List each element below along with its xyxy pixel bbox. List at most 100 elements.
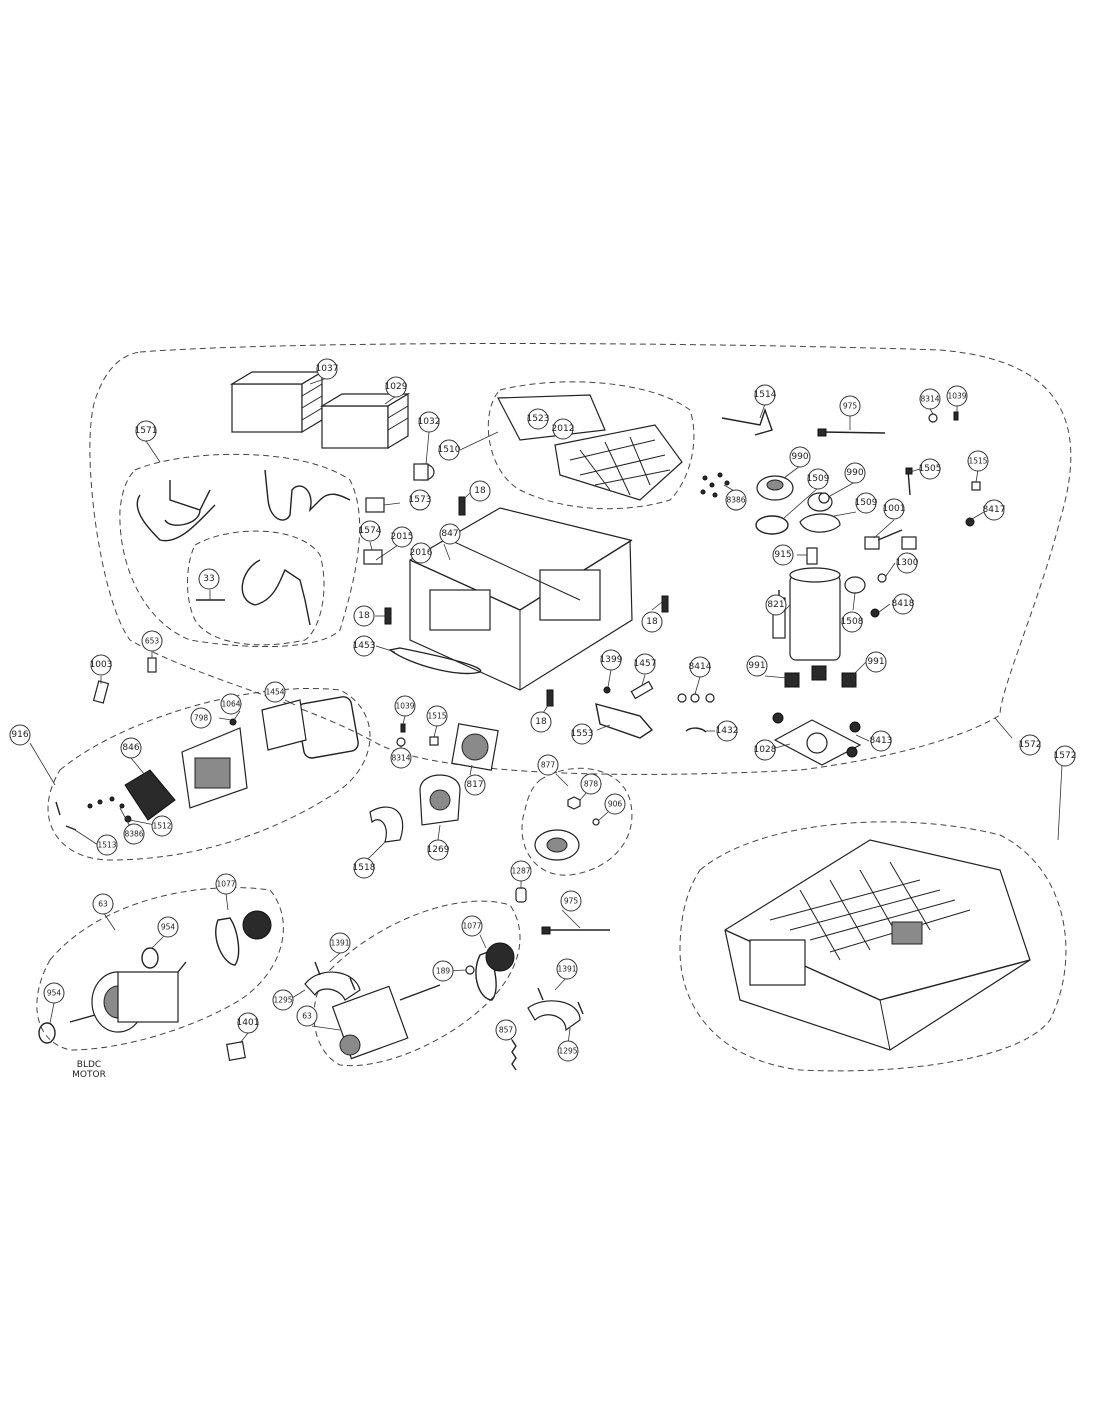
callout-18c: 18 <box>641 611 663 633</box>
callout-8417: 8417 <box>983 499 1005 521</box>
callout-906: 906 <box>604 793 626 815</box>
callout-1509b: 1509 <box>855 492 878 514</box>
svg-text:1515: 1515 <box>427 712 446 721</box>
svg-text:8414: 8414 <box>689 662 712 672</box>
callout-1077b: 1077 <box>461 915 483 937</box>
foam-part-1032 <box>413 463 435 481</box>
callout-954a: 954 <box>157 916 179 938</box>
svg-text:990: 990 <box>846 468 863 478</box>
callout-1505: 1505 <box>919 458 942 480</box>
svg-text:821: 821 <box>767 600 784 610</box>
svg-text:1518: 1518 <box>353 863 376 873</box>
callout-1432: 1432 <box>716 720 738 742</box>
callout-1300: 1300 <box>896 552 919 574</box>
svg-text:1391: 1391 <box>557 965 576 974</box>
svg-text:916: 916 <box>11 730 28 740</box>
svg-text:8386: 8386 <box>726 496 745 505</box>
foam-part-1574 <box>363 549 383 565</box>
callout-18b: 18 <box>353 605 375 627</box>
grommet-part-1508 <box>844 576 866 594</box>
belt-part-1453 <box>388 647 482 675</box>
screw-part-1391a <box>314 961 356 991</box>
foot-part-991b <box>841 672 857 688</box>
svg-text:1077: 1077 <box>216 880 235 889</box>
clip-part-1432 <box>685 727 707 733</box>
svg-text:1572: 1572 <box>1054 751 1077 761</box>
svg-text:1029: 1029 <box>385 382 408 392</box>
callout-857: 857 <box>495 1019 517 1041</box>
pin-part-1399 <box>603 686 611 694</box>
svg-text:1028: 1028 <box>754 745 777 755</box>
tube-part-1571b <box>264 469 351 521</box>
valve-part-1001 <box>864 529 917 550</box>
callout-2016: 2016 <box>410 542 433 564</box>
callout-8386a: 8386 <box>725 489 747 511</box>
screw-part-798 <box>229 718 237 726</box>
callout-1064: 1064 <box>220 693 242 715</box>
nut-part-878 <box>567 796 581 810</box>
callout-915: 915 <box>772 544 794 566</box>
callout-1039b: 1039 <box>394 695 416 717</box>
svg-text:975: 975 <box>564 897 579 906</box>
bracket-part-846 <box>124 769 176 821</box>
svg-text:915: 915 <box>774 550 791 560</box>
callout-1553: 1553 <box>571 723 593 745</box>
bolt-part-18a <box>458 496 466 516</box>
svg-text:1510: 1510 <box>438 445 461 455</box>
svg-text:878: 878 <box>584 780 599 789</box>
callout-653: 653 <box>141 630 163 652</box>
bracket-part-1295a <box>304 971 361 1001</box>
group-outline-33 <box>187 530 325 646</box>
svg-text:1399: 1399 <box>600 655 623 665</box>
svg-text:975: 975 <box>843 402 858 411</box>
cover-part-990b <box>807 492 833 512</box>
cable-tie-part-975a <box>817 428 886 437</box>
callout-1454: 1454 <box>264 681 286 703</box>
svg-text:1512: 1512 <box>152 822 171 831</box>
svg-text:18: 18 <box>474 486 486 496</box>
callout-1391b: 1391 <box>556 958 578 980</box>
svg-text:990: 990 <box>791 452 808 462</box>
washer-part-1300 <box>877 573 887 583</box>
callout-1401: 1401 <box>237 1012 259 1034</box>
svg-text:1509: 1509 <box>807 474 830 484</box>
callout-847: 847 <box>439 523 461 545</box>
svg-text:1039: 1039 <box>395 702 414 711</box>
callout-798: 798 <box>190 707 212 729</box>
group-outline-1572b <box>679 821 1067 1072</box>
callout-846: 846 <box>120 737 142 759</box>
bushing-part-1287 <box>515 887 527 903</box>
svg-text:1571: 1571 <box>135 426 158 436</box>
svg-text:18: 18 <box>535 717 547 727</box>
svg-text:1295: 1295 <box>558 1047 577 1056</box>
svg-text:991: 991 <box>748 661 765 671</box>
svg-text:1514: 1514 <box>754 390 777 400</box>
seal-part-954b <box>38 1022 56 1044</box>
callout-1571: 1571 <box>135 420 158 442</box>
cable-tie-part-975b <box>541 926 610 935</box>
svg-text:1391: 1391 <box>330 939 349 948</box>
bracket-part-1295b <box>527 1000 581 1032</box>
screw-part-1391b <box>537 987 584 1015</box>
svg-text:1037: 1037 <box>316 364 339 374</box>
motor-part-63b <box>331 984 441 1060</box>
callout-8314a: 8314 <box>919 388 941 410</box>
svg-text:653: 653 <box>145 637 160 646</box>
callout-18d: 18 <box>530 711 552 733</box>
nut-part-8413 <box>772 712 861 758</box>
svg-text:1505: 1505 <box>919 464 942 474</box>
duct-part-1518 <box>369 806 404 843</box>
callout-916: 916 <box>9 724 31 746</box>
callout-8386b: 8386 <box>123 823 145 845</box>
svg-text:63: 63 <box>98 900 108 909</box>
callout-1029: 1029 <box>385 376 408 398</box>
svg-text:2016: 2016 <box>410 548 433 558</box>
callout-1573: 1573 <box>409 489 431 511</box>
fan-part-817 <box>451 723 499 771</box>
base-tray-part-847 <box>409 507 633 691</box>
callout-1032: 1032 <box>418 411 440 433</box>
callout-8413: 8413 <box>870 730 892 752</box>
tube-part-1571 <box>136 480 216 542</box>
screw-part-8386b <box>87 796 125 809</box>
callout-189: 189 <box>432 960 454 982</box>
